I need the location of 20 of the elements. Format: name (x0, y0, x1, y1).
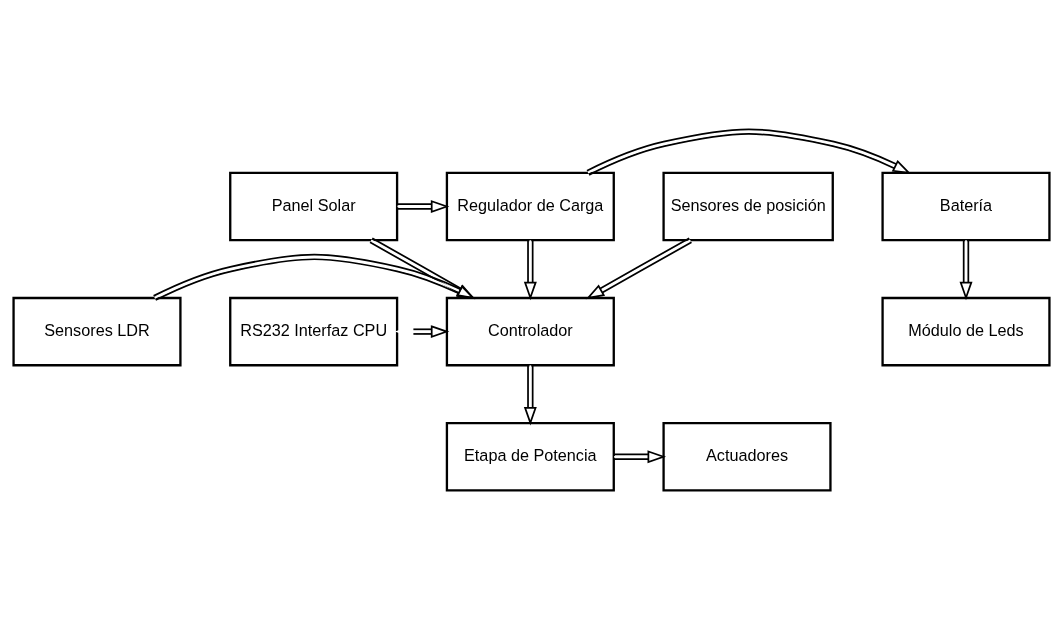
arrow (152, 253, 476, 301)
node-box: Panel Solar (229, 171, 399, 241)
arrow (959, 238, 973, 300)
arrow (585, 236, 693, 299)
node-box: Etapa de Potencia (445, 421, 615, 492)
arrow (369, 236, 476, 299)
node-box: Sensores de posición (662, 171, 834, 241)
arrow (523, 238, 537, 300)
node-box: Sensores LDR (12, 296, 182, 366)
arrow (523, 364, 537, 425)
node-box: Actuadores (662, 421, 832, 492)
node-box: Batería (881, 171, 1051, 241)
node-box: Controlador (445, 296, 615, 366)
node-box: Módulo de Leds (881, 296, 1051, 366)
arrow (613, 449, 667, 463)
arrow (586, 127, 912, 176)
node-box: Regulador de Carga (445, 171, 615, 241)
node-box: RS232 Interfaz CPU (229, 296, 399, 366)
arrow (394, 324, 450, 338)
arrow (396, 199, 450, 213)
